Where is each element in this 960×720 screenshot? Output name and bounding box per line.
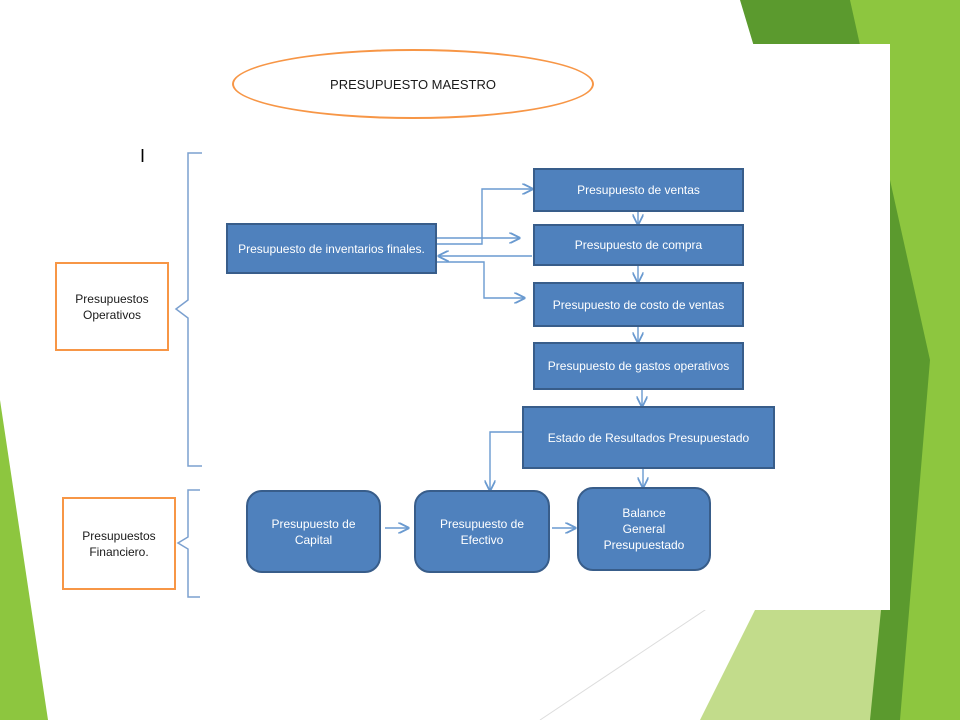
- category-operativos-label: Presupuestos Operativos: [75, 291, 149, 322]
- node-compra-label: Presupuesto de compra: [574, 238, 703, 252]
- node-inventarios: Presupuesto de inventarios finales.: [226, 223, 437, 274]
- node-capital-label: Presupuesto de Capital: [271, 516, 356, 547]
- bracket-operativos: [174, 152, 202, 467]
- node-ventas: Presupuesto de ventas: [533, 168, 744, 212]
- page-title: PRESUPUESTO MAESTRO: [232, 49, 594, 119]
- node-inventarios-label: Presupuesto de inventarios finales.: [238, 241, 425, 256]
- node-balance-general-label: Balance General Presupuestado: [603, 506, 685, 552]
- node-gastos-operativos-label: Presupuesto de gastos operativos: [547, 359, 730, 373]
- node-ventas-label: Presupuesto de ventas: [577, 183, 700, 197]
- node-gastos-operativos: Presupuesto de gastos operativos: [533, 342, 744, 390]
- node-costo-ventas: Presupuesto de costo de ventas: [533, 282, 744, 327]
- category-operativos: Presupuestos Operativos: [55, 262, 169, 351]
- green-stripe-left: [0, 400, 48, 720]
- node-estado-resultados: Estado de Resultados Presupuestado: [522, 406, 775, 469]
- node-estado-resultados-label: Estado de Resultados Presupuestado: [547, 430, 750, 445]
- node-capital: Presupuesto de Capital: [246, 490, 381, 573]
- green-stripe-right-light: [850, 0, 960, 720]
- node-efectivo: Presupuesto de Efectivo: [414, 490, 550, 573]
- node-costo-ventas-label: Presupuesto de costo de ventas: [552, 297, 725, 312]
- arrow-inventarios-costo: [437, 261, 524, 298]
- thin-decor-line: [539, 599, 721, 720]
- node-balance-general: Balance General Presupuestado: [577, 487, 711, 571]
- arrow-inventarios-ventas: [437, 189, 532, 245]
- node-efectivo-label: Presupuesto de Efectivo: [439, 516, 525, 547]
- category-financiero: Presupuestos Financiero.: [62, 497, 176, 590]
- node-compra: Presupuesto de compra: [533, 224, 744, 266]
- bracket-financiero: [176, 489, 200, 598]
- arrow-estado-efectivo: [490, 431, 522, 490]
- stray-mark: I: [140, 146, 146, 166]
- category-financiero-label: Presupuestos Financiero.: [82, 528, 156, 559]
